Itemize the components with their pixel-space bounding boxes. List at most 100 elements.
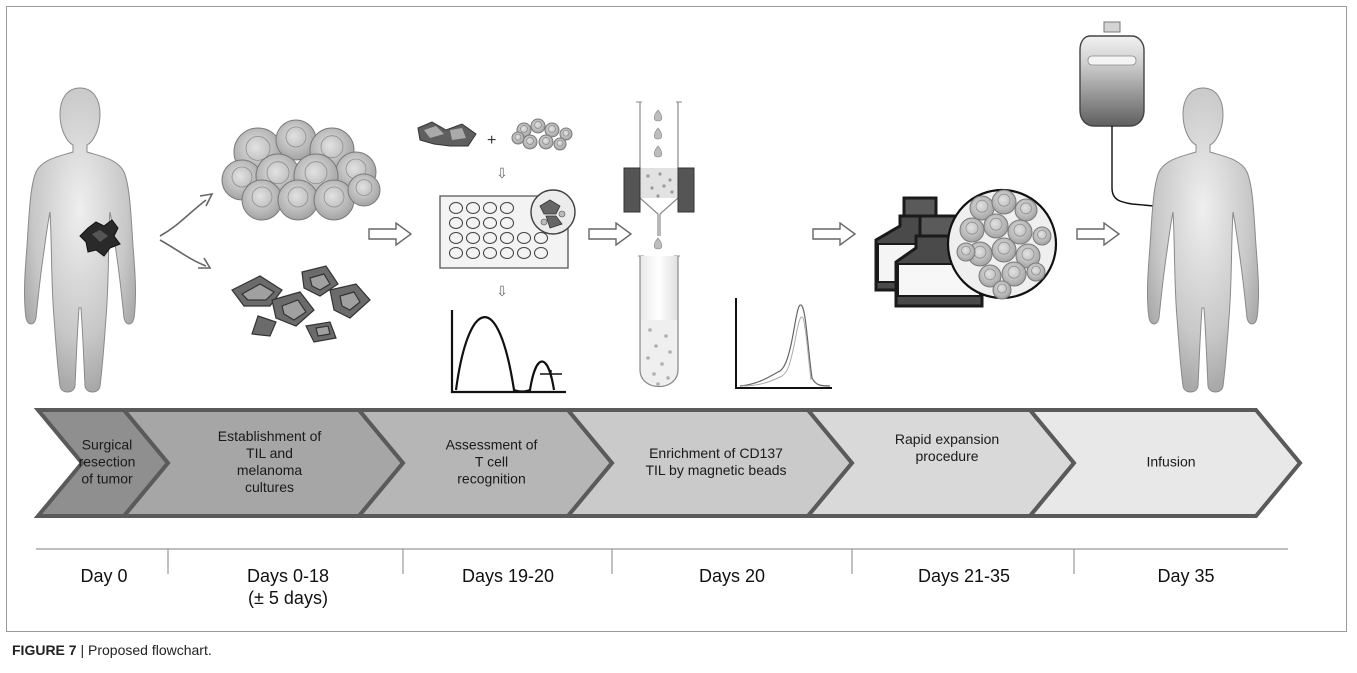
day-label-line: Days 21-35	[917, 566, 1011, 586]
plate-well-icon	[499, 216, 515, 230]
plate-well-icon	[499, 246, 515, 260]
day-label-line: Day 35	[1157, 566, 1215, 586]
cell-dot-icon	[648, 328, 652, 332]
caption-text: Proposed flowchart.	[88, 642, 212, 658]
cell-nucleus-icon	[1031, 265, 1041, 276]
day-label-line: Days 0-18	[246, 566, 330, 586]
cell-nucleus-icon	[1021, 247, 1035, 261]
histogram-icon	[735, 298, 832, 389]
cell-nucleus-icon	[556, 139, 564, 147]
cell-icon	[992, 280, 1012, 300]
patient-recipient-icon	[1146, 87, 1260, 393]
figure-caption: FIGURE 7 | Proposed flowchart.	[12, 642, 212, 658]
cell-nucleus-icon	[548, 125, 556, 133]
cell-dot-icon	[646, 356, 650, 360]
plate-well-icon	[465, 231, 481, 245]
cell-icon	[511, 131, 525, 145]
cell-dot-icon	[660, 362, 664, 366]
day-label-line: Day 0	[80, 566, 128, 586]
plate-well-icon	[465, 216, 481, 230]
cell-nucleus-icon	[304, 161, 328, 185]
cell-nucleus-icon	[989, 217, 1003, 231]
cell-nucleus-icon	[1007, 265, 1021, 279]
step-label-line: Assessment of	[445, 436, 538, 453]
plate-well-icon	[448, 231, 464, 245]
cell-icon	[1007, 219, 1033, 245]
step-label-line: of tumor	[81, 470, 133, 487]
til-cells-icon	[221, 119, 381, 221]
plate-well-icon	[465, 201, 481, 215]
plate-well-icon	[533, 231, 549, 245]
cell-nucleus-icon	[997, 283, 1007, 294]
day-label-6: Day 35	[1157, 565, 1214, 587]
cell-icon	[978, 264, 1002, 288]
cell-icon	[956, 242, 976, 262]
tumor-icon	[79, 219, 121, 257]
cell-nucleus-icon	[965, 221, 979, 235]
day-label-4: Days 20	[699, 565, 765, 587]
cell-dot-icon	[652, 372, 656, 376]
cell-icon	[1001, 261, 1027, 287]
bead-icon	[662, 184, 666, 188]
cell-icon	[347, 173, 381, 207]
day-label-3: Days 19-20	[462, 565, 554, 587]
step-label-line: melanoma	[236, 462, 303, 478]
cell-nucleus-icon	[997, 241, 1011, 255]
cell-icon	[1032, 226, 1052, 246]
step-label-line: recognition	[457, 470, 526, 487]
timeline	[36, 548, 1288, 574]
cell-nucleus-icon	[1013, 223, 1027, 237]
cell-icon	[559, 127, 573, 141]
day-label-line: Days 19-20	[461, 566, 555, 586]
process-arrow-icon-4	[1076, 222, 1120, 246]
plate-well-icon	[516, 231, 532, 245]
step-label-line: Enrichment of CD137	[649, 445, 783, 461]
step-label-line: Rapid expansion	[894, 431, 1000, 447]
cell-nucleus-icon	[520, 125, 528, 133]
cell-dot-icon	[666, 376, 670, 380]
cell-icon	[544, 122, 560, 138]
cell-icon	[241, 179, 283, 221]
bead-icon	[656, 194, 660, 198]
cell-nucleus-icon	[251, 186, 273, 208]
cell-icon	[538, 134, 554, 150]
cells-magnified-icon	[946, 188, 1058, 300]
droplet-icon	[653, 237, 663, 250]
step-chevron-6	[1025, 408, 1303, 518]
step-label-line: resection	[78, 453, 136, 470]
coculture-plate-icon	[439, 189, 576, 269]
day-label-line: (± 5 days)	[248, 588, 328, 608]
cell-icon	[991, 189, 1017, 215]
step-label-line: T cell	[474, 453, 509, 470]
process-arrow-icon-3	[812, 222, 856, 246]
cell-dot-icon	[664, 334, 668, 338]
step-label-6: Infusion	[1146, 454, 1195, 471]
cell-nucleus-icon	[231, 166, 253, 188]
melanoma-cells-icon	[231, 265, 371, 343]
bead-icon	[670, 190, 674, 194]
day-label-line: Days 20	[698, 566, 766, 586]
caption-separator: |	[76, 642, 88, 658]
day-label-1: Day 0	[80, 565, 127, 587]
plate-well-icon	[482, 201, 498, 215]
figure-frame	[6, 6, 1347, 632]
step-label-line: TIL and	[246, 445, 293, 461]
step-label-line: procedure	[915, 448, 979, 464]
plate-well-icon	[482, 246, 498, 260]
cell-icon	[983, 213, 1009, 239]
cell-nucleus-icon	[323, 186, 345, 208]
plate-well-icon	[448, 216, 464, 230]
cell-nucleus-icon	[320, 135, 344, 159]
cell-nucleus-icon	[1037, 229, 1047, 240]
cell-nucleus-icon	[997, 193, 1011, 207]
cell-icon	[553, 137, 567, 151]
recognition-plot-icon	[450, 310, 566, 394]
svg-text:+: +	[487, 132, 496, 149]
split-arrows-icon	[159, 192, 214, 269]
